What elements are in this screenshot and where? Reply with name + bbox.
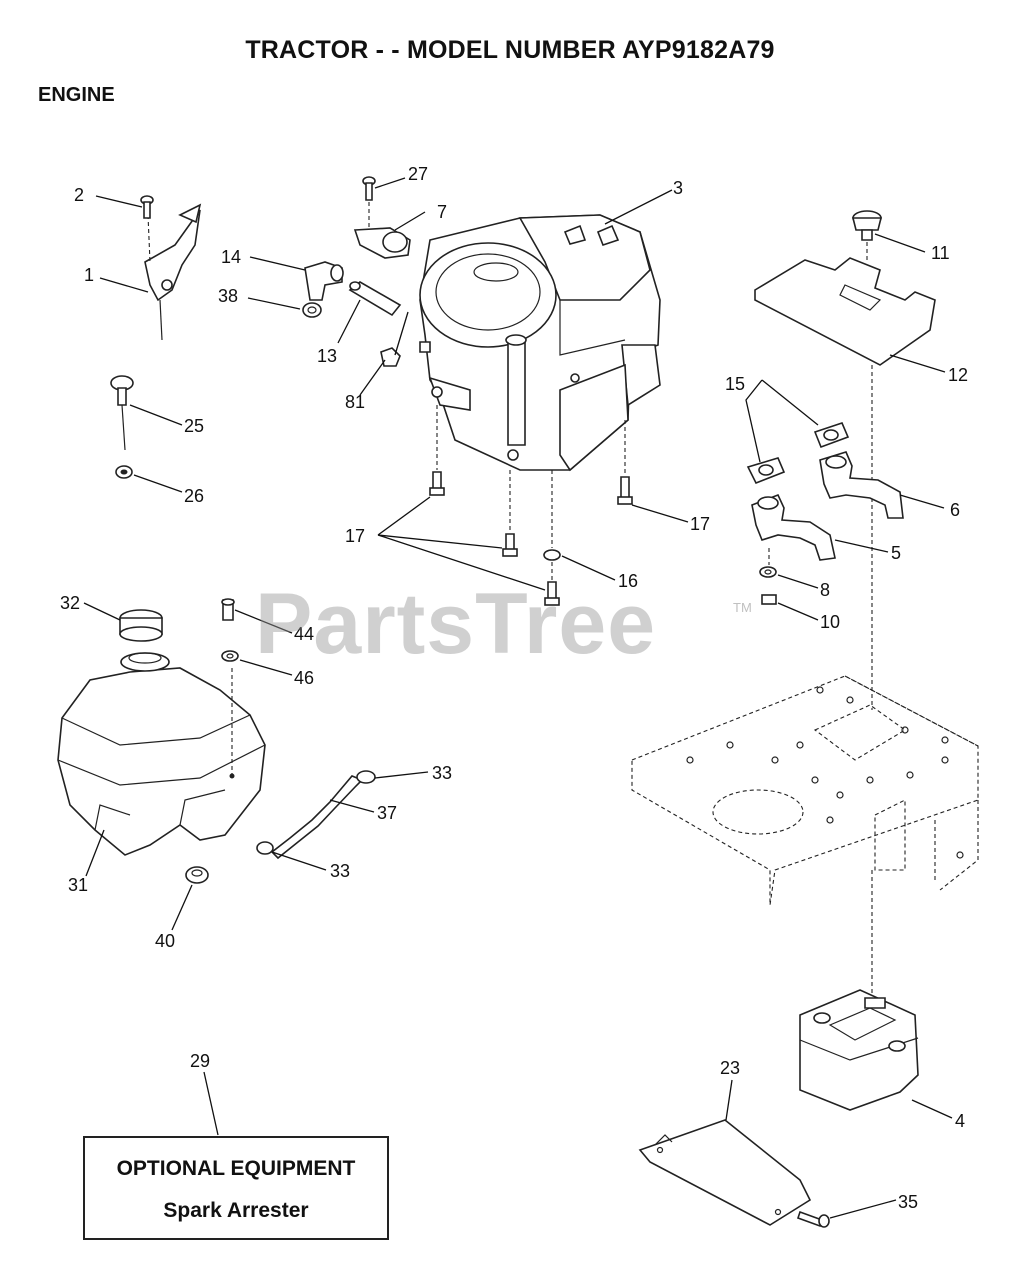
callout-6: 6 — [950, 500, 960, 520]
callout-33-top: 33 — [432, 763, 452, 783]
callout-17-left: 17 — [345, 526, 365, 546]
callout-26: 26 — [184, 486, 204, 506]
callout-37: 37 — [377, 803, 397, 823]
callout-35: 35 — [898, 1192, 918, 1212]
callout-14: 13 — [317, 346, 337, 366]
optional-equipment-box: OPTIONAL EQUIPMENT Spark Arrester — [83, 1136, 389, 1240]
callout-27: 27 — [408, 164, 428, 184]
throttle-control-drawing[interactable] — [144, 203, 202, 341]
leader-lines — [83, 177, 953, 1219]
callout-16: 16 — [618, 571, 638, 591]
screw-35-drawing[interactable] — [796, 1210, 830, 1228]
callout-25: 25 — [184, 416, 204, 436]
callout-17-right: 17 — [690, 514, 710, 534]
callout-5: 5 — [891, 543, 901, 563]
screw-2-drawing[interactable] — [140, 195, 154, 219]
bolt-17-left-drawing[interactable] — [429, 405, 445, 496]
callout-4: 4 — [955, 1111, 965, 1131]
fuel-tank-31-drawing[interactable] — [57, 652, 266, 856]
section-heading: ENGINE — [38, 84, 115, 106]
engine-drawing[interactable] — [419, 214, 661, 472]
hose-clamp-33-bottom-drawing[interactable] — [256, 841, 274, 855]
callout-81: 81 — [345, 392, 365, 412]
dipstick-25-drawing[interactable] — [110, 375, 134, 451]
muffler-guard-23-drawing[interactable] — [638, 1119, 812, 1226]
heat-shield-10-drawing[interactable] — [754, 257, 936, 710]
lockwasher-11-drawing[interactable] — [759, 566, 777, 578]
bushing-40-drawing[interactable] — [185, 866, 209, 884]
screw-27-drawing[interactable] — [362, 176, 376, 228]
watermark: PartsTree — [255, 576, 657, 672]
bolt-17-right-drawing[interactable] — [617, 420, 633, 505]
callout-44: 44 — [294, 624, 314, 644]
callout-10: 12 — [948, 365, 968, 385]
elbow-15-drawing[interactable] — [304, 261, 344, 301]
nut-38-drawing[interactable] — [302, 302, 322, 318]
clamp-7-drawing[interactable] — [353, 227, 411, 259]
grommet-26-drawing[interactable] — [115, 465, 133, 479]
fuel-line-37-drawing[interactable] — [270, 775, 364, 860]
hose-clamp-33-top-drawing[interactable] — [356, 770, 376, 784]
callout-23: 23 — [720, 1058, 740, 1078]
exhaust-pipe-6-drawing[interactable] — [819, 451, 904, 519]
callout-15: 14 — [221, 247, 241, 267]
washer-16-drawing[interactable] — [543, 470, 561, 606]
callout-31: 31 — [68, 875, 88, 895]
callout-labels: 2 1 27 7 3 14 38 13 81 25 26 11 12 15 17… — [60, 164, 968, 1212]
callout-33-bottom: 33 — [330, 861, 350, 881]
exhaust-pipe-5-drawing[interactable] — [751, 493, 836, 561]
callout-7: 7 — [437, 202, 447, 222]
page-title: TRACTOR - - MODEL NUMBER AYP9182A79 — [245, 36, 775, 64]
fitting-14-drawing[interactable] — [348, 281, 402, 317]
callout-2: 2 — [74, 185, 84, 205]
gasket-13-drawing[interactable] — [746, 422, 850, 485]
chassis-frame-drawing — [631, 675, 979, 906]
bolt-12-drawing[interactable] — [761, 548, 777, 605]
optional-equipment-item: Spark Arrester — [163, 1199, 309, 1222]
callout-12: 10 — [820, 612, 840, 632]
washer-46-drawing[interactable] — [221, 650, 239, 662]
optional-equipment-title: OPTIONAL EQUIPMENT — [116, 1157, 356, 1180]
callout-13: 15 — [725, 374, 745, 394]
muffler-4-drawing[interactable] — [799, 870, 919, 1111]
bolt-17-middle-drawing[interactable] — [502, 470, 518, 557]
screw-44-drawing[interactable] — [221, 598, 235, 621]
callout-1: 1 — [84, 265, 94, 285]
fuel-cap-32-drawing[interactable] — [119, 609, 163, 642]
callout-46: 46 — [294, 668, 314, 688]
callout-38: 38 — [218, 286, 238, 306]
callout-11: 8 — [820, 580, 830, 600]
callout-8: 11 — [931, 243, 950, 263]
watermark-tm: TM — [733, 600, 752, 615]
oil-fill-cap-8-drawing[interactable] — [851, 210, 883, 262]
callout-32: 32 — [60, 593, 80, 613]
nut-81-drawing[interactable] — [380, 341, 431, 367]
callout-40: 40 — [155, 931, 175, 951]
callout-3: 3 — [673, 178, 683, 198]
callout-29: 29 — [190, 1051, 210, 1071]
